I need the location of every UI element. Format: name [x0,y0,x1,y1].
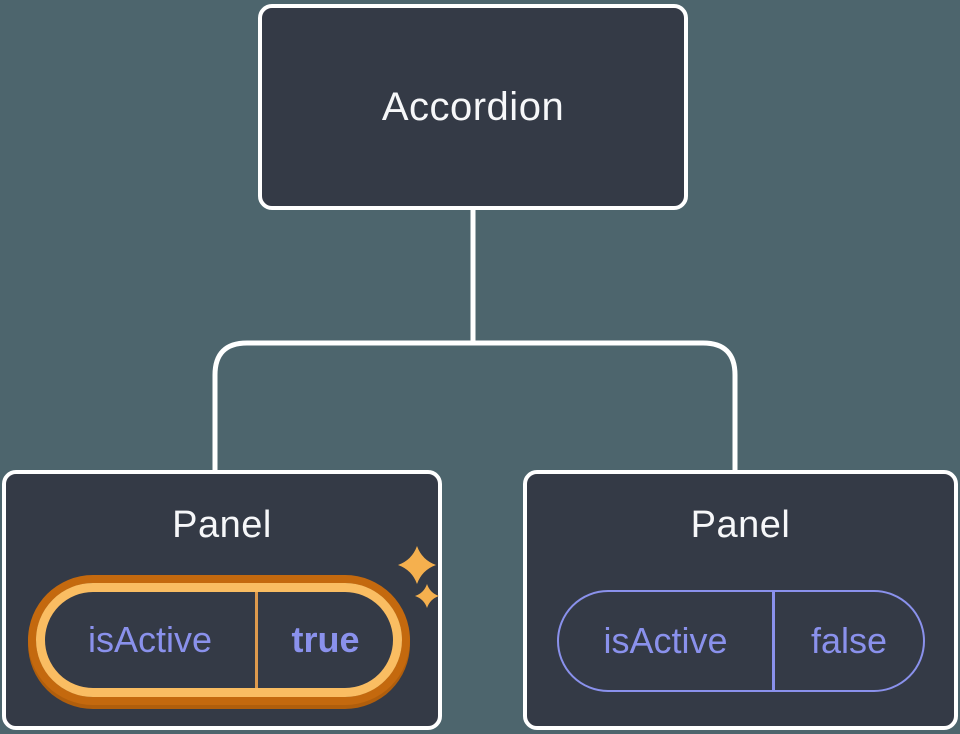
state-value: false [810,620,888,661]
accordion-node: Accordion [258,4,688,210]
panel-node-label: Panel [172,504,272,546]
state-key: isActive [87,619,213,660]
accordion-node-label: Accordion [381,84,565,129]
sparkle-large-icon [398,546,436,584]
state-pill-divider [772,592,775,690]
state-value: true [291,619,360,660]
state-pill-divider [255,592,258,688]
state-pill-active: isActive true [36,583,402,697]
panel-node-inactive: Panel isActive false [523,470,958,730]
connector-branches [212,340,738,472]
sparkles-icon [398,546,439,608]
sparkle-small-icon [415,584,439,608]
panel-node-label: Panel [690,504,791,546]
state-key: isActive [603,620,728,661]
state-pill-inactive: isActive false [557,590,925,692]
panel-node-active: Panel isActive true [2,470,442,730]
